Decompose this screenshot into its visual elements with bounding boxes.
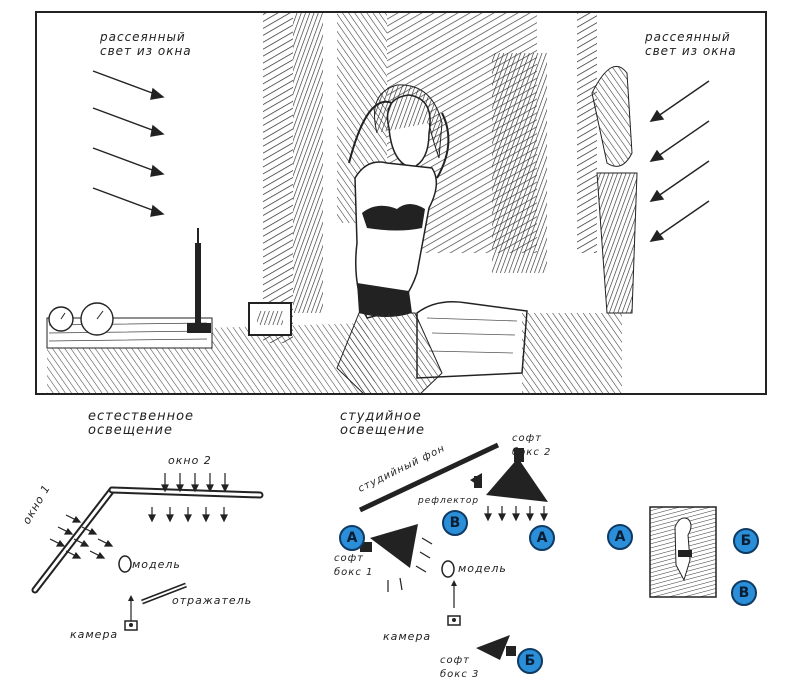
- sketch-drawing: [46, 13, 710, 393]
- studio-title: студийное освещение: [340, 409, 425, 438]
- softbox-1-icon: [370, 524, 418, 568]
- softbox-3-label: софт бокс 3: [440, 655, 480, 680]
- studio-backdrop: [358, 442, 500, 513]
- softbox-3-icon: [476, 635, 510, 660]
- light-arrows-right: [649, 80, 710, 242]
- studio-model-marker: [441, 560, 455, 578]
- model-figure: [336, 84, 450, 393]
- studio-badge-a: А: [339, 525, 365, 551]
- natural-model-label: модель: [132, 558, 181, 571]
- right-light-label: рассеянный свет из окна: [645, 30, 737, 58]
- result-badge-b: Б: [733, 528, 759, 554]
- result-thumbnail: [649, 506, 717, 598]
- softbox-2-icon: [486, 458, 548, 502]
- result-badge-a: А: [607, 524, 633, 550]
- result-badge-v: В: [731, 580, 757, 606]
- natural-reflector-label: отражатель: [172, 594, 253, 607]
- light-arrows-left: [92, 70, 165, 217]
- studio-badge-v: В: [442, 510, 468, 536]
- studio-reflector-label: рефлектор: [418, 496, 480, 506]
- left-light-label: рассеянный свет из окна: [100, 30, 192, 58]
- curtain-left: [263, 13, 293, 343]
- studio-badge-b: Б: [517, 648, 543, 674]
- studio-badge-a-right: А: [529, 525, 555, 551]
- natural-title: естественное освещение: [88, 409, 195, 438]
- window-2-label: окно 2: [168, 454, 212, 467]
- softbox-2-label: софт бокс 2: [512, 433, 552, 458]
- natural-camera-label: камера: [70, 628, 119, 641]
- natural-lighting-diagram: [31, 473, 264, 631]
- softbox-1-label: софт бокс 1: [334, 553, 374, 578]
- studio-model-label: модель: [458, 562, 507, 575]
- studio-lighting-diagram: [358, 442, 548, 660]
- sketch-illustration: [35, 11, 767, 395]
- model-marker: [118, 555, 132, 573]
- studio-camera-label: камера: [383, 630, 432, 643]
